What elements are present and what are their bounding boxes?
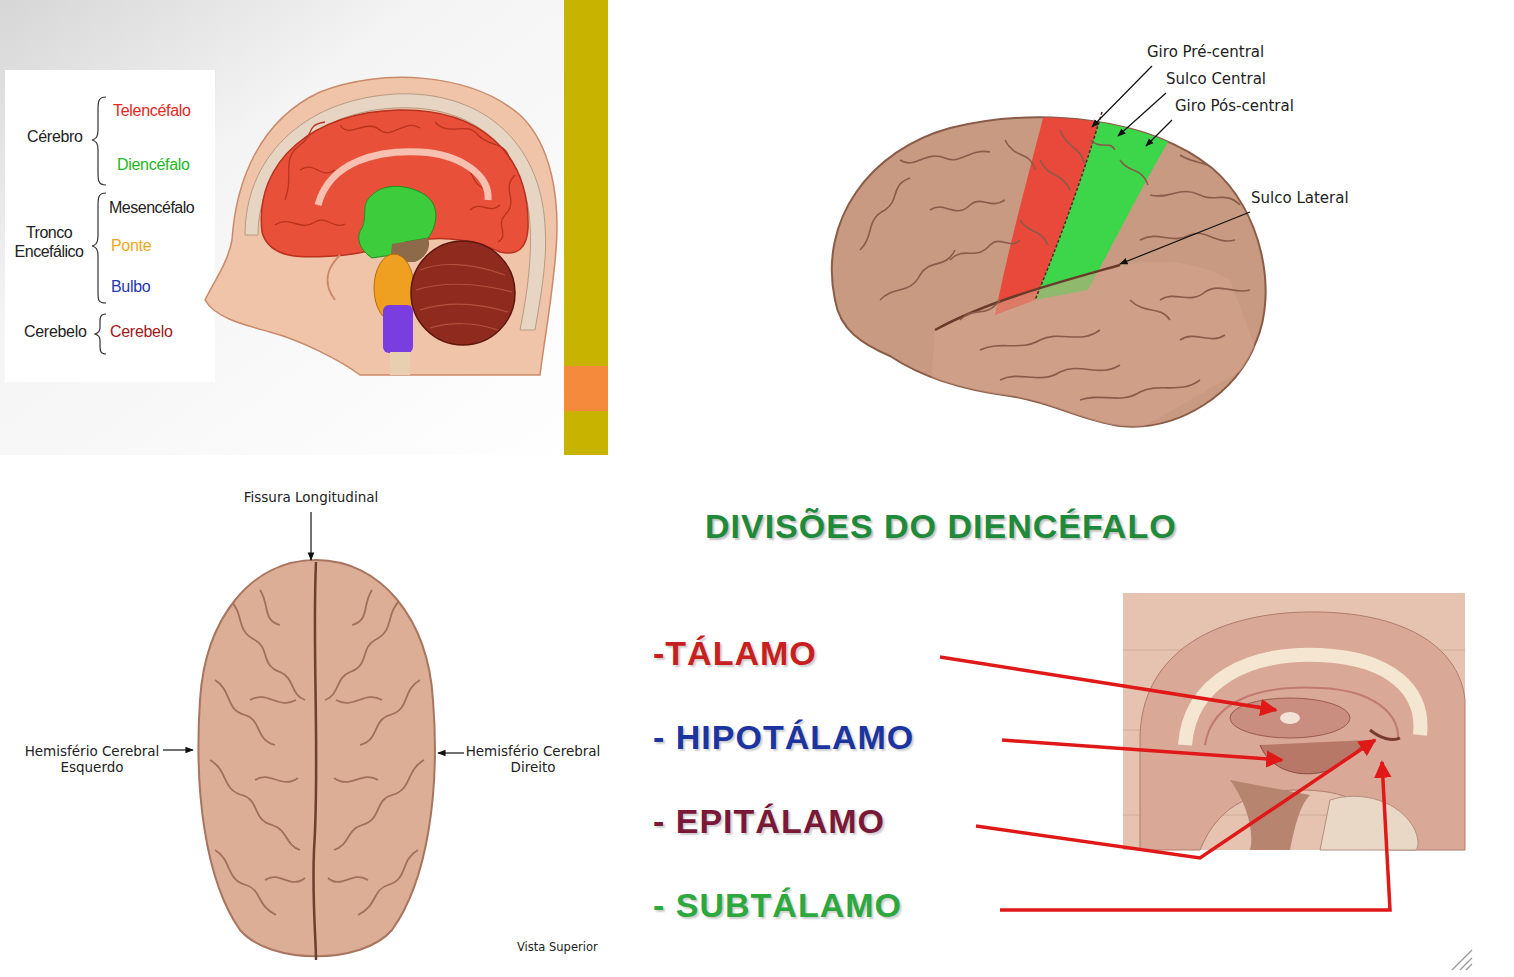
decor-bar bbox=[564, 0, 608, 455]
division-item: -TÁLAMO bbox=[653, 633, 817, 674]
part-name: Cerebelo bbox=[110, 322, 173, 341]
part-name: Ponte bbox=[111, 236, 151, 255]
part-name: Sulco Lateral bbox=[1251, 189, 1349, 207]
head-sagittal-section bbox=[205, 77, 557, 375]
part-name: Bulbo bbox=[111, 277, 150, 296]
panel-background bbox=[640, 505, 1478, 975]
panel-background bbox=[0, 0, 608, 455]
division-item: - HIPOTÁLAMO bbox=[653, 717, 914, 758]
part-name: Sulco Central bbox=[1166, 70, 1266, 88]
leader-lines bbox=[1092, 66, 1250, 264]
red-pointer-arrows bbox=[940, 657, 1390, 910]
diencephalon-section bbox=[1123, 593, 1465, 850]
decor-square bbox=[564, 366, 608, 411]
group-name: Cerebelo bbox=[24, 322, 87, 341]
part-name: Giro Pré-central bbox=[1147, 43, 1264, 61]
part-name: Fissura Longitudinal bbox=[206, 489, 416, 505]
part-name: Hemisfério Cerebral Direito bbox=[453, 743, 613, 775]
brain-lateral-view bbox=[832, 110, 1266, 440]
division-item: - EPITÁLAMO bbox=[653, 801, 885, 842]
part-name: Giro Pós-central bbox=[1175, 97, 1294, 115]
group-name: Tronco Encefálico bbox=[5, 223, 93, 261]
part-name: Diencéfalo bbox=[117, 155, 190, 174]
leader-arrows bbox=[163, 512, 464, 753]
label-area bbox=[5, 70, 215, 382]
view-note: Vista Superior bbox=[517, 941, 598, 955]
brain-superior-view bbox=[198, 560, 434, 960]
brackets bbox=[92, 97, 106, 354]
part-name: Telencéfalo bbox=[113, 101, 191, 120]
panel-title: DIVISÕES DO DIENCÉFALO bbox=[705, 506, 1177, 547]
part-name: Mesencéfalo bbox=[109, 198, 194, 217]
part-name: Hemisfério Cerebral Esquerdo bbox=[12, 743, 172, 775]
group-name: Cérebro bbox=[27, 127, 83, 146]
resize-grip bbox=[1452, 950, 1472, 970]
division-item: - SUBTÁLAMO bbox=[653, 885, 902, 926]
